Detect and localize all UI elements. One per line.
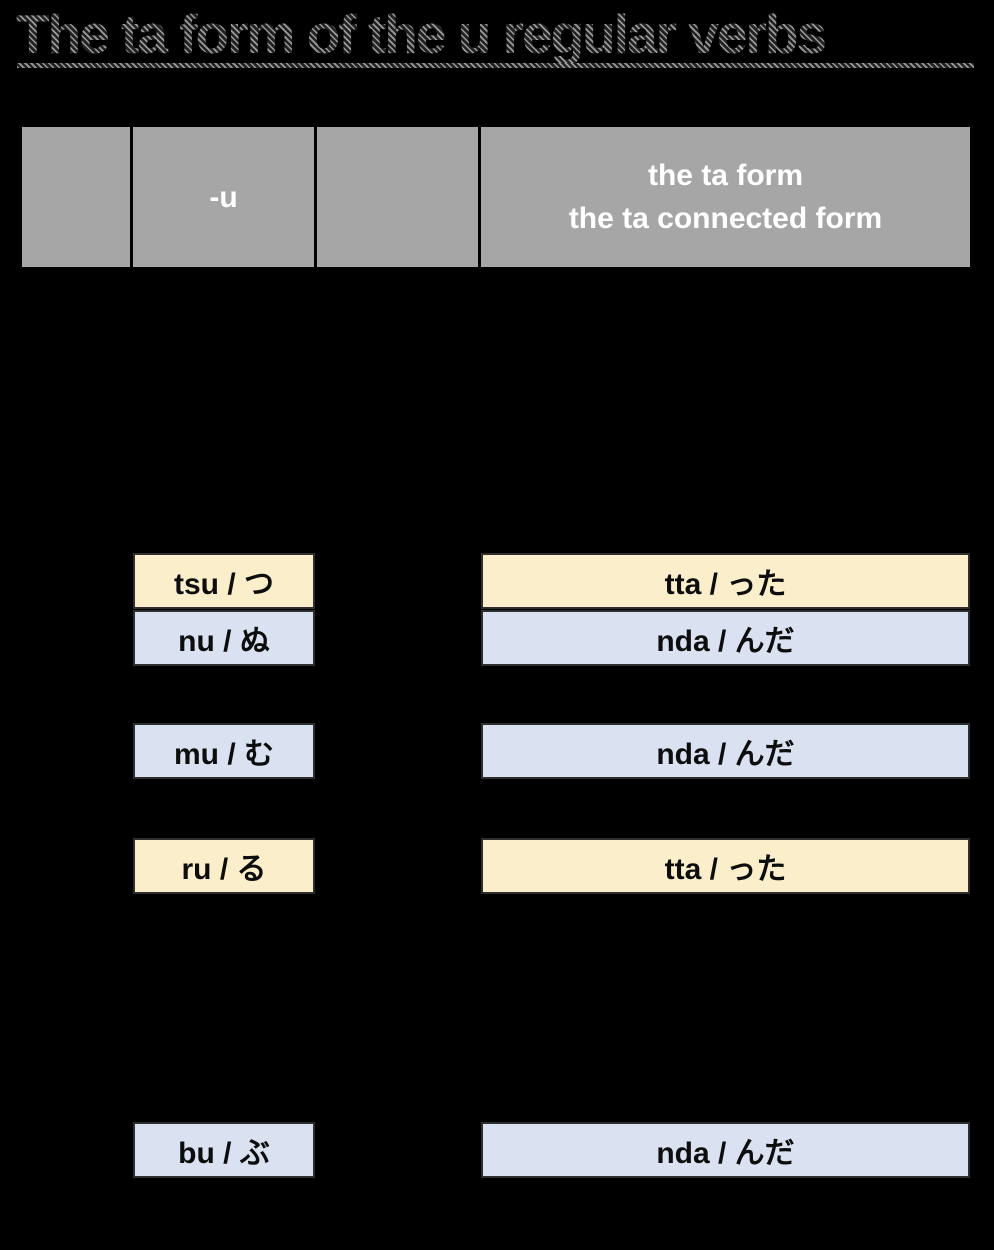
result-label: nda / んだ [656, 625, 795, 658]
ending-cell-mu: mu / む [133, 723, 315, 779]
ending-cell-ru: ru / る [133, 838, 315, 894]
header-cell-ta-form: the ta form the ta connected form [481, 127, 970, 267]
ending-label: bu / ぶ [178, 1137, 270, 1170]
title-underline [17, 63, 974, 68]
ending-cell-tsu: tsu / つ [133, 553, 315, 609]
result-label: nda / んだ [656, 1137, 795, 1170]
result-cell-nda-2: nda / んだ [481, 723, 970, 779]
ending-label: nu / ぬ [178, 625, 270, 658]
result-cell-nda-3: nda / んだ [481, 1122, 970, 1178]
ending-label: tsu / つ [173, 568, 274, 601]
result-cell-tta-1: tta / った [481, 553, 970, 609]
result-label: nda / んだ [656, 738, 795, 771]
header-cell-empty-left [22, 127, 130, 267]
header-ta-form-line1: the ta form [647, 159, 803, 192]
result-cell-tta-2: tta / った [481, 838, 970, 894]
result-label: tta / った [664, 568, 787, 601]
header-cell-u-ending: -u [133, 127, 314, 267]
header-ta-form-line2: the ta connected form [568, 202, 883, 235]
page-title: The ta form of the u regular verbs [16, 2, 978, 66]
header-ta-form-label: the ta form the ta connected form [569, 154, 882, 240]
ending-label: ru / る [181, 853, 267, 886]
ending-cell-bu: bu / ぶ [133, 1122, 315, 1178]
result-cell-nda-1: nda / んだ [481, 610, 970, 666]
header-u-label: -u [209, 180, 238, 214]
result-label: tta / った [664, 853, 787, 886]
ending-label: mu / む [173, 738, 274, 771]
header-cell-empty-middle [317, 127, 478, 267]
ending-cell-nu: nu / ぬ [133, 610, 315, 666]
